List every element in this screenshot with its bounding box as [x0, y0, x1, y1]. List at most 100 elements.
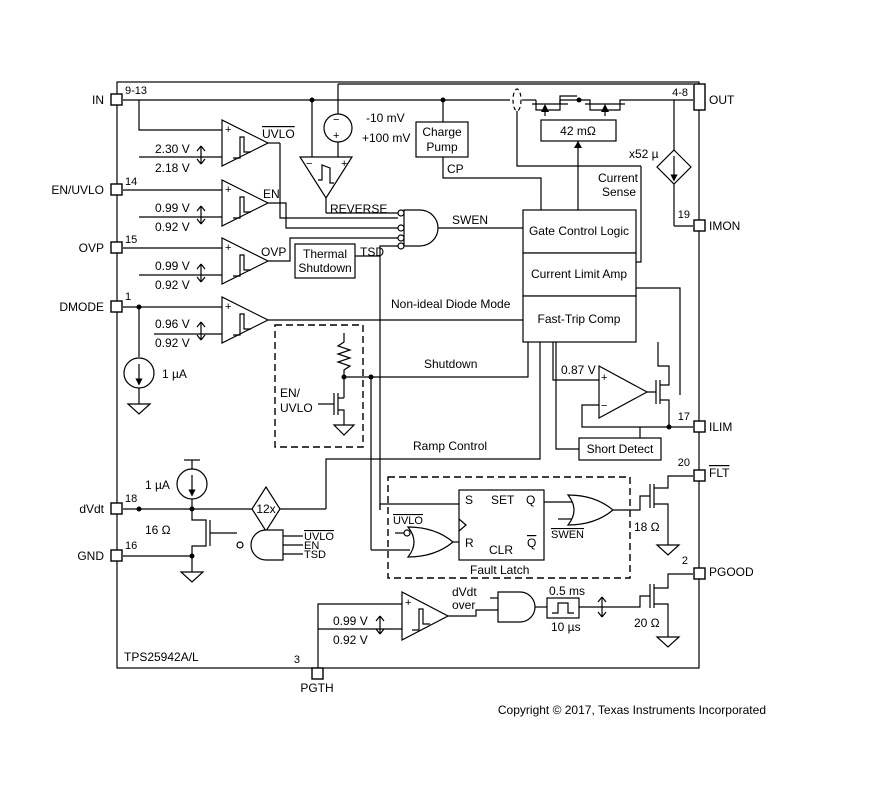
r20-label: 20 Ω: [634, 616, 660, 630]
svg-text:−: −: [333, 114, 339, 126]
pin-gnd: [110, 549, 123, 562]
reverse-offset-bottom: +100 mV: [362, 131, 410, 145]
svg-text:+: +: [333, 130, 339, 142]
svg-text:IMON: IMON: [709, 219, 740, 233]
svg-text:OUT: OUT: [709, 93, 735, 107]
latch-swen-label: SWEN: [551, 529, 584, 541]
pin-flt: [693, 469, 706, 482]
current-sense-label-1: Current: [598, 171, 639, 185]
pgood-and-gate: [497, 591, 536, 623]
x52-label: x52 µ: [629, 147, 659, 161]
pin-en-uvlo: [110, 183, 123, 196]
svg-text:PGOOD: PGOOD: [709, 565, 754, 579]
thermal-shutdown-block: [294, 243, 356, 279]
svg-text:Short Detect: Short Detect: [587, 442, 654, 456]
dvdt-over-label-1: dVdt: [452, 585, 477, 599]
part-number: TPS25942A/L: [124, 650, 199, 664]
svg-text:Q: Q: [526, 493, 535, 507]
svg-text:DMODE: DMODE: [59, 300, 104, 314]
r18-label: 18 Ω: [634, 520, 660, 534]
tsd-label: TSD: [360, 245, 384, 259]
svg-text:1: 1: [125, 291, 131, 303]
svg-text:Current Limit Amp: Current Limit Amp: [531, 267, 627, 281]
pin-imon: [693, 219, 706, 232]
dmode-comparator: [221, 296, 270, 344]
svg-text:Charge: Charge: [422, 125, 462, 139]
ilim-ref-label: 0.87 V: [561, 363, 596, 377]
fault-latch-box: [387, 476, 631, 579]
ovp-th-hi: 0.99 V: [155, 259, 190, 273]
pin-ovp: [110, 241, 123, 254]
sr-latch: [458, 489, 545, 561]
reverse-offset-top: -10 mV: [366, 111, 405, 125]
current-sense-label-2: Sense: [602, 185, 636, 199]
nonideal-label: Non-ideal Diode Mode: [391, 297, 511, 311]
svg-text:2: 2: [682, 555, 688, 567]
ovp-comparator: [221, 237, 270, 285]
svg-text:ILIM: ILIM: [709, 420, 732, 434]
pin-dmode: [110, 300, 123, 313]
ground-icon: [655, 636, 681, 648]
pin-pgth: [311, 667, 324, 680]
pgth-th-hi: 0.99 V: [333, 614, 368, 628]
ground-icon: [126, 403, 152, 415]
svg-text:+: +: [405, 597, 411, 609]
svg-text:+: +: [225, 124, 231, 136]
svg-text:SET: SET: [491, 493, 515, 507]
svg-text:UVLO: UVLO: [280, 401, 313, 415]
ramp-control-label: Ramp Control: [413, 439, 487, 453]
svg-text:Shutdown: Shutdown: [298, 261, 351, 275]
pin-pgood: [693, 567, 706, 580]
svg-text:Thermal: Thermal: [303, 247, 347, 261]
svg-text:CLR: CLR: [489, 543, 513, 557]
svg-text:PGTH: PGTH: [300, 681, 333, 695]
svg-text:16: 16: [125, 540, 137, 552]
fault-latch-label: Fault Latch: [470, 563, 529, 577]
svg-text:EN/: EN/: [280, 386, 301, 400]
svg-text:19: 19: [678, 209, 690, 221]
svg-text:3: 3: [294, 654, 300, 666]
reverse-comparator: [298, 156, 354, 200]
dvdt-over-label-2: over: [452, 598, 475, 612]
deglitch-timer: [546, 597, 580, 619]
svg-text:+: +: [601, 372, 607, 384]
dmode-th-hi: 0.96 V: [155, 317, 190, 331]
r16-label: 16 Ω: [145, 523, 171, 537]
latch-uvlo-label: UVLO: [393, 515, 423, 527]
svg-text:12x: 12x: [256, 502, 275, 516]
pin-in: [110, 93, 123, 106]
en-comparator: [221, 179, 270, 227]
pgth-th-lo: 0.92 V: [333, 633, 368, 647]
current-limit-amp-block: [522, 252, 637, 297]
svg-text:−: −: [601, 400, 607, 412]
rds-label: 42 mΩ: [560, 124, 596, 138]
uvlo-comparator: [221, 119, 270, 167]
svg-text:GND: GND: [77, 549, 104, 563]
swen-label: SWEN: [452, 213, 488, 227]
nand-uvlo-label: UVLO: [304, 531, 334, 543]
dmode-ua-label: 1 µA: [162, 367, 187, 381]
svg-text:Gate Control Logic: Gate Control Logic: [529, 224, 629, 238]
svg-text:dVdt: dVdt: [79, 502, 104, 516]
en-th-hi: 0.99 V: [155, 201, 190, 215]
svg-text:R: R: [465, 536, 474, 550]
flt-or-gate: [566, 494, 614, 526]
en-th-lo: 0.92 V: [155, 220, 190, 234]
en-out-label: EN: [263, 187, 280, 201]
reverse-label: REVERSE: [330, 202, 387, 216]
svg-text:Pump: Pump: [426, 140, 458, 154]
svg-text:20: 20: [678, 457, 690, 469]
pullup-resistor: [336, 333, 352, 378]
power-mosfets: [522, 95, 693, 116]
svg-text:−: −: [306, 158, 312, 170]
svg-text:IN: IN: [92, 93, 104, 107]
ovp-th-lo: 0.92 V: [155, 278, 190, 292]
svg-text:15: 15: [125, 234, 137, 246]
svg-text:OVP: OVP: [79, 241, 104, 255]
pin-out: [693, 83, 706, 111]
svg-text:18: 18: [125, 493, 137, 505]
svg-text:Q: Q: [527, 536, 536, 550]
svg-text:S: S: [465, 493, 473, 507]
svg-text:14: 14: [125, 176, 137, 188]
